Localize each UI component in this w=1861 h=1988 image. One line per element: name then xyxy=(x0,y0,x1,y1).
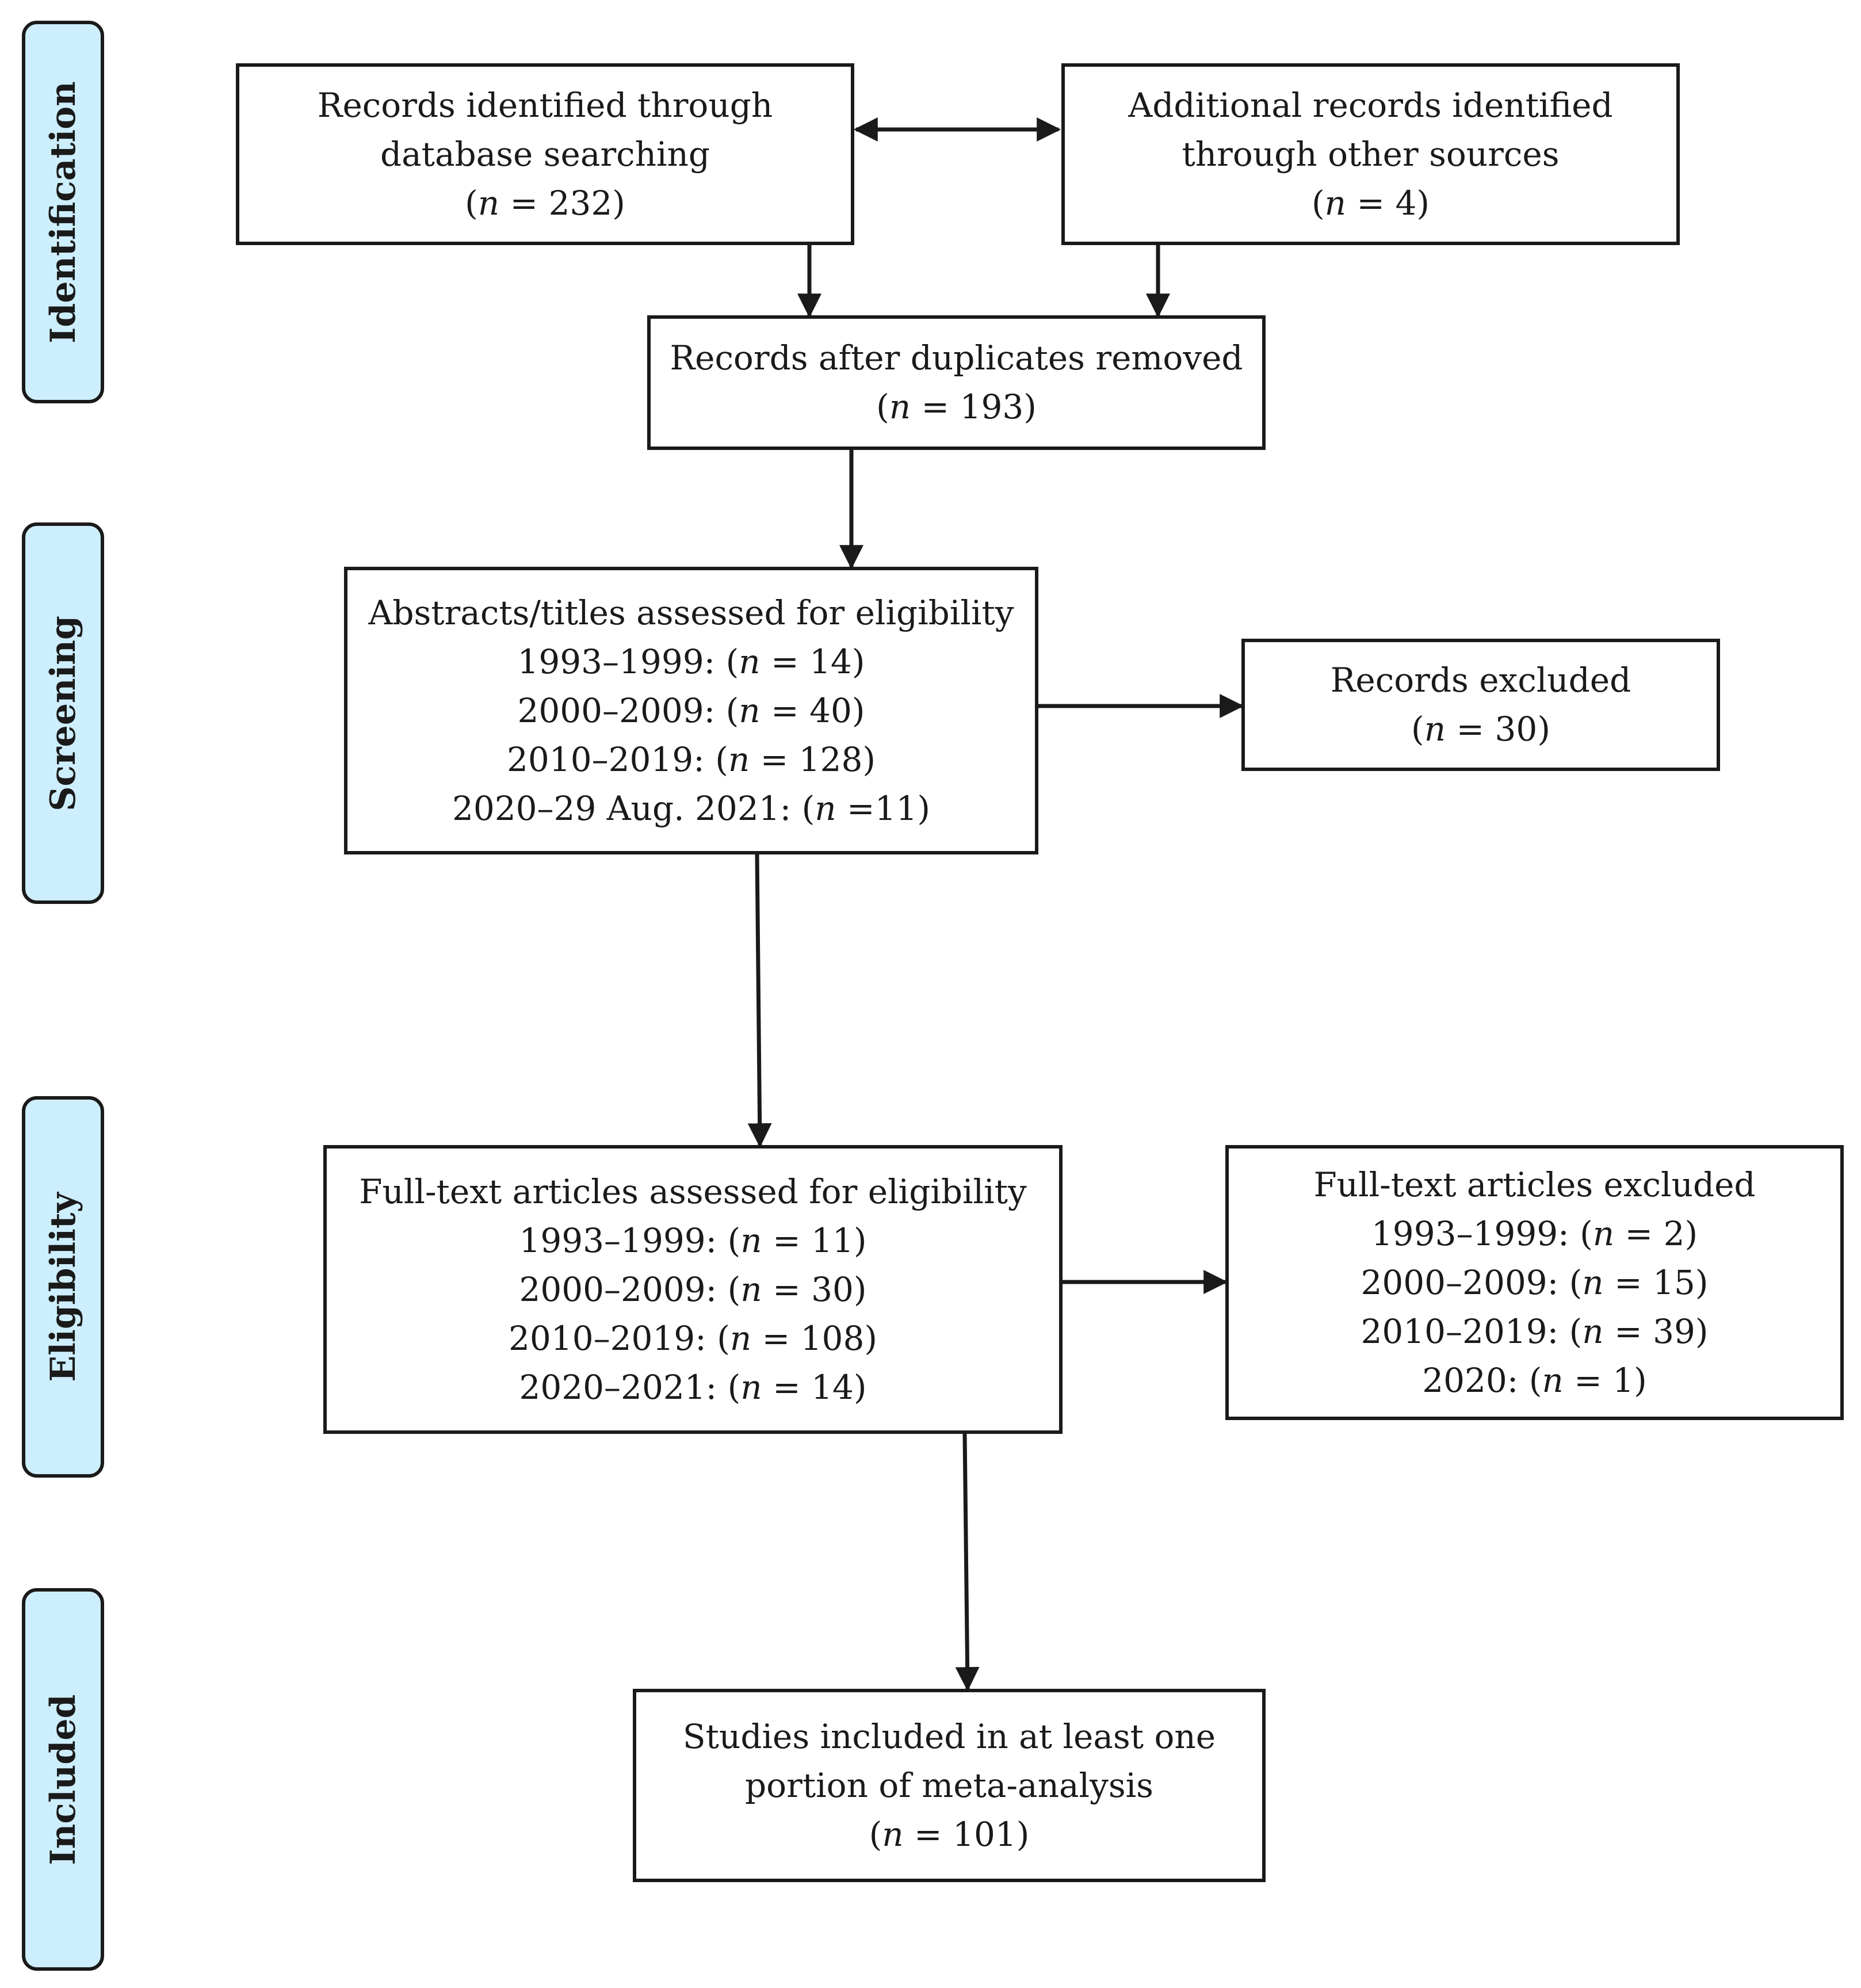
included-count: (n = 101) xyxy=(869,1814,1030,1854)
fulltext-title: Full-text articles assessed for eligibil… xyxy=(359,1172,1027,1211)
screened-row: 2010–2019: (n = 128) xyxy=(507,739,876,779)
phase-eligibility: Eligibility xyxy=(22,1096,104,1478)
screened-row: 1993–1999: (n = 14) xyxy=(517,642,865,681)
box-records-excluded: Records excluded (n = 30) xyxy=(1241,639,1720,771)
fulltext-row: 2020–2021: (n = 14) xyxy=(519,1367,867,1407)
fulltext-excluded-row: 2000–2009: (n = 15) xyxy=(1361,1262,1709,1302)
dedup-count: (n = 193) xyxy=(876,387,1037,426)
phase-screening: Screening xyxy=(22,522,104,904)
box-studies-included: Studies included in at least one portion… xyxy=(633,1689,1266,1882)
other-line2: through other sources xyxy=(1182,134,1560,174)
box-other-sources: Additional records identified through ot… xyxy=(1061,63,1680,245)
database-line2: database searching xyxy=(380,134,710,174)
phase-included: Included xyxy=(22,1588,104,1971)
fulltext-row: 1993–1999: (n = 11) xyxy=(519,1220,867,1260)
box-database-records: Records identified through database sear… xyxy=(236,63,854,245)
other-line1: Additional records identified xyxy=(1128,85,1613,125)
arrow-fulltext-included xyxy=(955,1433,980,1692)
included-line2: portion of meta-analysis xyxy=(745,1765,1153,1805)
other-count: (n = 4) xyxy=(1312,183,1430,223)
box-abstracts-screened: Abstracts/titles assessed for eligibilit… xyxy=(344,567,1038,854)
phase-identification-label: Identification xyxy=(43,81,83,344)
fulltext-excluded-row: 2010–2019: (n = 39) xyxy=(1361,1311,1709,1351)
box-duplicates-removed: Records after duplicates removed (n = 19… xyxy=(647,315,1266,450)
fulltext-excluded-row: 2020: (n = 1) xyxy=(1422,1360,1647,1400)
phase-identification: Identification xyxy=(22,21,104,403)
database-count: (n = 232) xyxy=(465,183,625,223)
phase-included-label: Included xyxy=(43,1694,83,1865)
box-fulltext-assessed: Full-text articles assessed for eligibil… xyxy=(323,1145,1063,1434)
included-line1: Studies included in at least one xyxy=(682,1716,1216,1756)
arrow-screened-fulltext xyxy=(747,854,772,1148)
excluded-count: (n = 30) xyxy=(1411,709,1550,749)
excluded-line1: Records excluded xyxy=(1330,661,1631,700)
database-line1: Records identified through xyxy=(317,85,773,125)
screened-row: 2020–29 Aug. 2021: (n =11) xyxy=(452,788,931,828)
screened-title: Abstracts/titles assessed for eligibilit… xyxy=(368,593,1014,632)
phase-screening-label: Screening xyxy=(43,615,83,811)
fulltext-excluded-row: 1993–1999: (n = 2) xyxy=(1371,1214,1698,1253)
fulltext-excluded-title: Full-text articles excluded xyxy=(1313,1165,1756,1204)
fulltext-row: 2010–2019: (n = 108) xyxy=(509,1318,877,1358)
dedup-line1: Records after duplicates removed xyxy=(670,338,1243,377)
fulltext-row: 2000–2009: (n = 30) xyxy=(519,1269,867,1309)
screened-row: 2000–2009: (n = 40) xyxy=(517,690,865,730)
box-fulltext-excluded: Full-text articles excluded 1993–1999: (… xyxy=(1225,1145,1844,1420)
phase-eligibility-label: Eligibility xyxy=(43,1192,83,1382)
